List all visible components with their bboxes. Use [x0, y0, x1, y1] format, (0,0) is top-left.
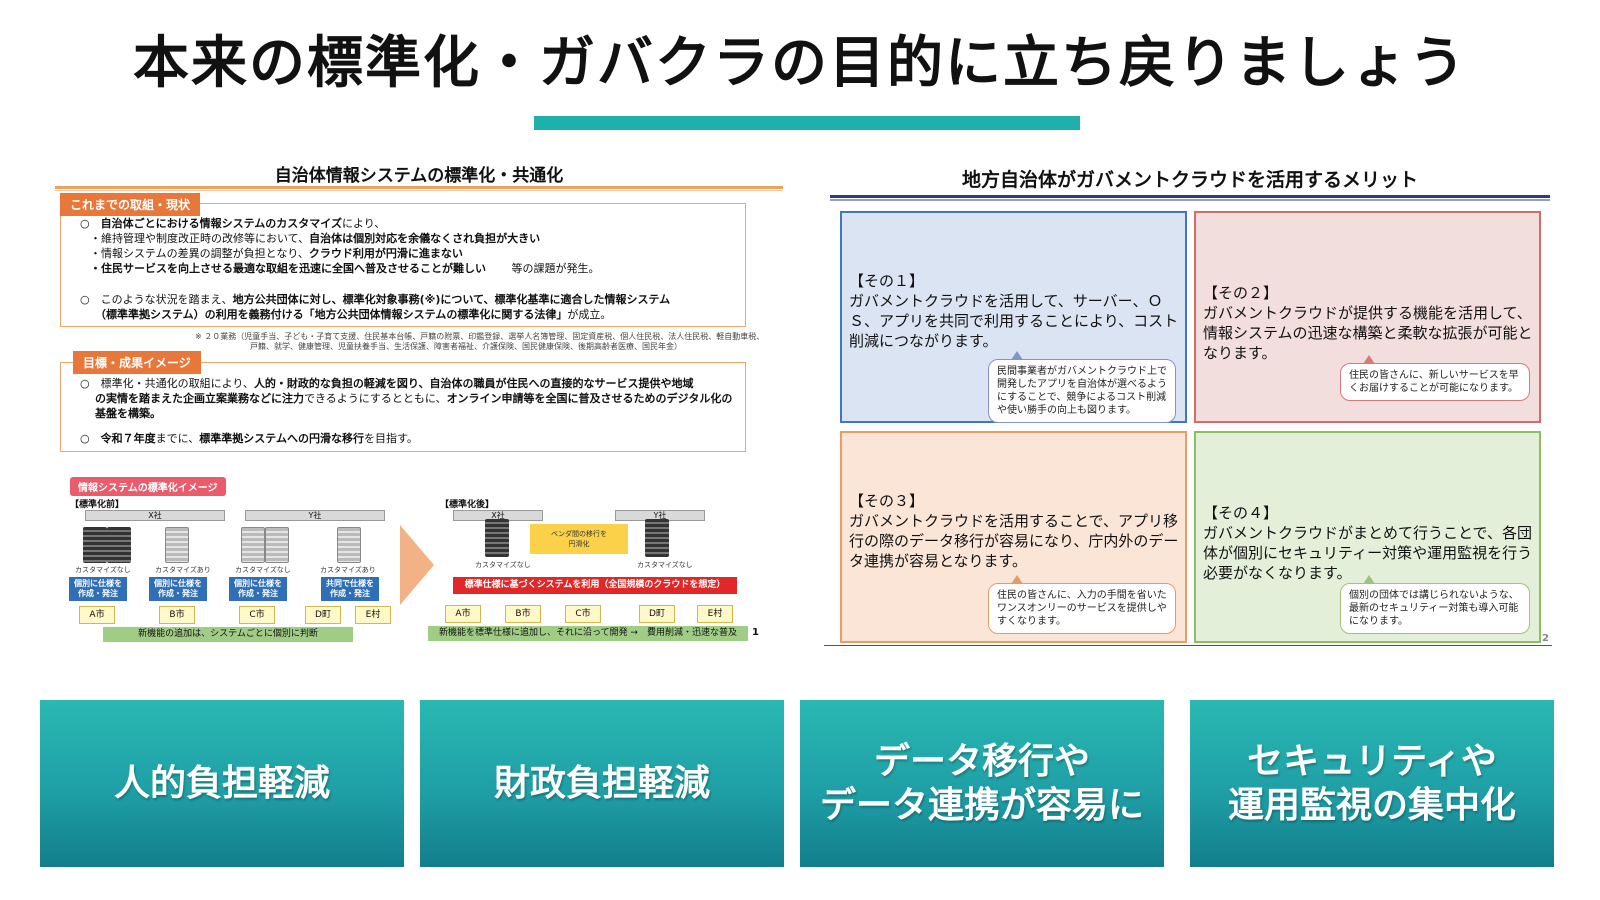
server-icon [83, 527, 107, 563]
status-line-2: ・維持管理や制度改正時の改修等において、自治体は個別対応を余儀なくされ負担が大き… [90, 232, 541, 245]
city-box: D町 [305, 606, 341, 624]
standardization-panel: 自治体情報システムの標準化・共通化 これまでの取組・現状 ○ 自治体ごとにおける… [55, 157, 783, 667]
after-label: 【標準化後】 [440, 500, 495, 510]
footnote-line-2: 戸籍、就学、健康管理、児童扶養手当、生活保護、障害者福祉、介護保険、国民健康保険… [250, 342, 682, 351]
status-line-5: ○ このような状況を踏まえ、地方公共団体に対し、標準化対象事務(※)について、標… [80, 293, 671, 306]
merit-card-3: 【その３】 ガバメントクラウドを活用することで、アプリ移行の際のデータ移行が容易… [840, 431, 1187, 643]
goal-box [60, 362, 746, 452]
slide-title: 本来の標準化・ガバクラの目的に立ち戻りましょう [133, 31, 1467, 96]
server-icon [107, 527, 131, 563]
company-x-bar: X社 [85, 510, 225, 521]
goal-tag: 目標・成果イメージ [73, 351, 201, 374]
left-heading-rule [55, 186, 783, 189]
transition-arrow-icon [400, 525, 434, 605]
status-line-4: ・住民サービスを向上させる最適な取組を迅速に全国へ普及させることが難しい 等の課… [90, 262, 600, 275]
individual-spec-box: 個別に仕様を作成・発注 [149, 577, 207, 601]
server-icon [265, 527, 289, 563]
merit-card-text: 【その４】 ガバメントクラウドがまとめて行うことで、各団体が個別にセキュリティー… [1203, 504, 1533, 582]
right-page-number: 2 [1542, 633, 1549, 644]
city-box: A市 [445, 605, 481, 623]
status-line-6: （標準準拠システム）の利用を義務付ける「地方公共団体情報システムの標準化に関する… [95, 308, 612, 321]
right-panel-heading: 地方自治体がガバメントクラウドを活用するメリット [961, 169, 1418, 191]
right-heading-rule-thin [830, 199, 1550, 201]
before-label: 【標準化前】 [70, 500, 125, 510]
footnote-line-1: ※ ２０業務（児童手当、子ども・子育て支援、住民基本台帳、戸籍の附票、印鑑登録、… [195, 332, 765, 341]
server-icon [485, 519, 509, 557]
city-box: A市 [79, 606, 115, 624]
gov-cloud-merits-panel: 地方自治体がガバメントクラウドを活用するメリット 【その１】 ガバメントクラウド… [824, 157, 1552, 667]
company-y-bar: Y社 [245, 510, 385, 521]
diagram-tag: 情報システムの標準化イメージ [70, 477, 226, 496]
server-icon [645, 519, 669, 557]
left-page-number: 1 [752, 627, 759, 638]
vendor-migration-arrow: ベンダ間の移行を円滑化 [530, 524, 628, 554]
merit-card-4: 【その４】 ガバメントクラウドがまとめて行うことで、各団体が個別にセキュリティー… [1194, 431, 1541, 643]
common-spec-box: 共同で仕様を作成・発注 [321, 577, 379, 601]
customization-label: カスタマイズあり [320, 566, 376, 574]
server-icon [241, 527, 265, 563]
city-box: B市 [505, 605, 541, 623]
merit-callout: 民間事業者がガバメントクラウド上で開発したアプリを自治体が選べるようにすることで… [988, 351, 1176, 423]
title-underline [534, 116, 1080, 130]
status-line-3: ・情報システムの差異の調整が負担となり、クラウド利用が円滑に進まない [90, 247, 463, 260]
merit-card-text: 【その１】 ガバメントクラウドを活用して、サーバー、ＯＳ、アプリを共同で利用する… [849, 272, 1179, 350]
individual-spec-box: 個別に仕様を作成・発注 [229, 577, 287, 601]
benefit-tile-staff-burden: 人的負担軽減 [40, 700, 404, 867]
city-box: B市 [159, 606, 195, 624]
customization-label: カスタマイズあり [155, 566, 211, 574]
server-icon [165, 527, 189, 563]
merit-card-2: 【その２】 ガバメントクラウドが提供する機能を活用して、情報システムの迅速な構築… [1194, 211, 1541, 423]
merit-card-text: 【その２】 ガバメントクラウドが提供する機能を活用して、情報システムの迅速な構築… [1203, 284, 1533, 362]
city-box: D町 [639, 605, 675, 623]
customization-label: カスタマイズなし [475, 561, 531, 569]
city-box: C市 [239, 606, 275, 624]
merit-card-text: 【その３】 ガバメントクラウドを活用することで、アプリ移行の際のデータ移行が容易… [849, 492, 1179, 570]
current-status-box [60, 203, 746, 327]
left-heading-rule-thin [55, 190, 783, 191]
benefit-tile-financial-burden: 財政負担軽減 [420, 700, 784, 867]
individual-spec-box: 個別に仕様を作成・発注 [69, 577, 127, 601]
current-status-tag: これまでの取組・現状 [60, 193, 201, 216]
merit-callout: 住民の皆さんに、新しいサービスを早くお届けすることが可能になります。 [1340, 355, 1530, 401]
goal-line-2: の実情を踏まえた企画立案業務などに注力できるようにするとともに、オンライン申請等… [95, 392, 733, 405]
benefit-tile-data-migration: データ移行やデータ連携が容易に [800, 700, 1164, 867]
customization-label: カスタマイズなし [637, 561, 693, 569]
city-box: C市 [565, 605, 601, 623]
right-heading-rule [830, 195, 1550, 198]
city-box: E村 [697, 605, 733, 623]
right-bottom-rule [824, 645, 1552, 646]
customization-label: カスタマイズなし [235, 566, 291, 574]
before-bar: 新機能の追加は、システムごとに個別に判断 [103, 627, 353, 642]
after-bar: 新機能を標準仕様に追加し、それに沿って開発 → 費用削減・迅速な普及 [428, 626, 748, 641]
status-line-1: ○ 自治体ごとにおける情報システムのカスタマイズにより、 [80, 217, 386, 230]
merit-callout: 個別の団体では講じられないような、最新のセキュリティー対策も導入可能になります。 [1340, 575, 1530, 634]
goal-line-3: 基盤を構築。 [95, 407, 161, 420]
city-box: E村 [355, 606, 391, 624]
benefit-tile-security: セキュリティや運用監視の集中化 [1190, 700, 1554, 867]
left-panel-heading: 自治体情報システムの標準化・共通化 [274, 166, 564, 186]
server-icon [337, 527, 361, 563]
standard-system-bar: 標準仕様に基づくシステムを利用（全国規模のクラウドを想定） [453, 577, 737, 594]
goal-line-1: ○ 標準化・共通化の取組により、人的・財政的な負担の軽減を図り、自治体の職員が住… [80, 377, 694, 390]
merit-card-1: 【その１】 ガバメントクラウドを活用して、サーバー、ＯＳ、アプリを共同で利用する… [840, 211, 1187, 423]
customization-label: カスタマイズなし [75, 566, 131, 574]
goal-line-4: ○ 令和７年度までに、標準準拠システムへの円滑な移行を目指す。 [80, 432, 418, 445]
merit-callout: 住民の皆さんに、入力の手間を省いたワンスオンリーのサービスを提供しやすくなります… [988, 575, 1176, 634]
